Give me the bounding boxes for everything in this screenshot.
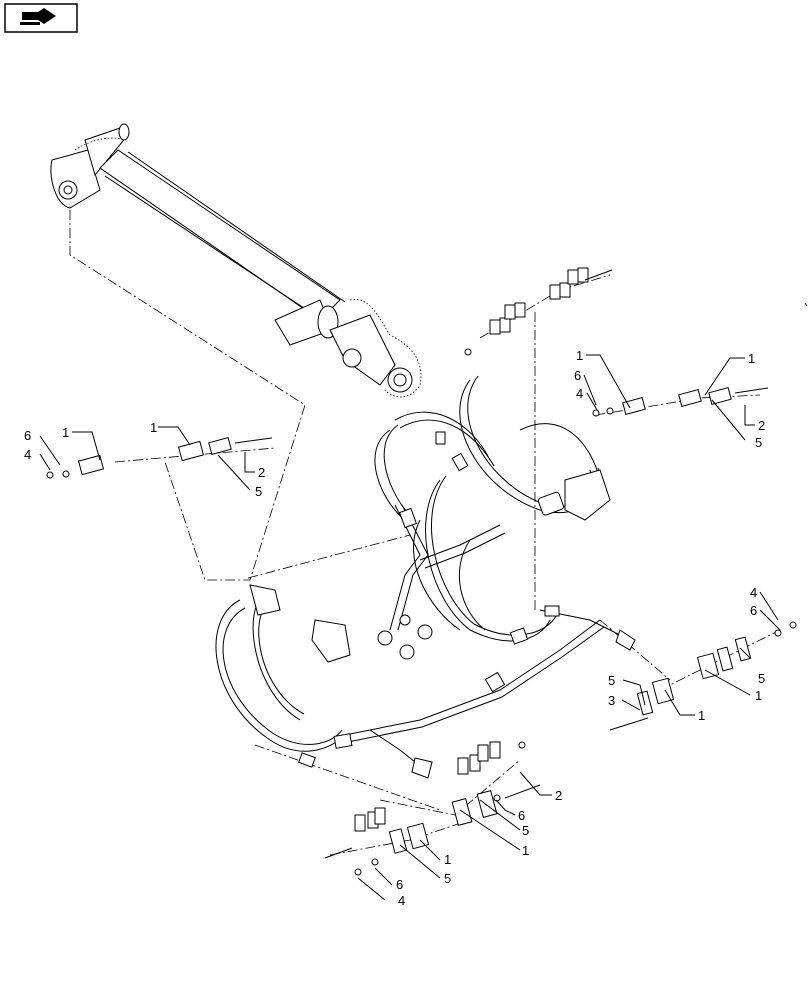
leader-lines [39, 354, 781, 901]
callout-1: 1 [522, 843, 529, 858]
hose-fittings [249, 431, 636, 779]
callout-5: 5 [755, 435, 762, 450]
callout-4: 4 [24, 447, 31, 462]
callout-1: 1 [698, 708, 705, 723]
callout-1: 1 [755, 688, 762, 703]
book-arrow-icon[interactable] [4, 3, 78, 33]
callout-2: 2 [258, 465, 265, 480]
hydraulic-cylinder [50, 123, 422, 398]
callout-1: 1 [444, 852, 451, 867]
callout-6: 6 [24, 428, 31, 443]
callout-5: 5 [255, 484, 262, 499]
callout-1: 1 [62, 425, 69, 440]
callout-6: 6 [518, 808, 525, 823]
callout-5: 5 [758, 671, 765, 686]
callout-6: 6 [750, 603, 757, 618]
callout-6: 6 [396, 877, 403, 892]
callout-1: 1 [748, 351, 755, 366]
callout-5: 5 [444, 871, 451, 886]
callout-3: 3 [608, 693, 615, 708]
callout-labels: 6 1 4 1 2 5 1 6 4 1 2 5 4 6 5 1 5 3 1 2 … [24, 348, 765, 908]
clamp-group-top [464, 267, 613, 356]
callout-4: 4 [750, 585, 757, 600]
clamp-group-left [46, 437, 273, 479]
callout-5: 5 [522, 823, 529, 838]
hydraulic-hoses [215, 375, 621, 771]
callout-1: 1 [576, 348, 583, 363]
callout-5: 5 [608, 673, 615, 688]
callout-2: 2 [758, 418, 765, 433]
clamp-group-bottom [324, 741, 541, 876]
callout-6: 6 [574, 368, 581, 383]
callout-2: 2 [555, 788, 562, 803]
callout-4: 4 [576, 386, 583, 401]
assembly-lines [69, 210, 781, 856]
callout-4: 4 [398, 893, 405, 908]
clamp-group-right-upper [592, 387, 769, 417]
callout-1: 1 [150, 420, 157, 435]
